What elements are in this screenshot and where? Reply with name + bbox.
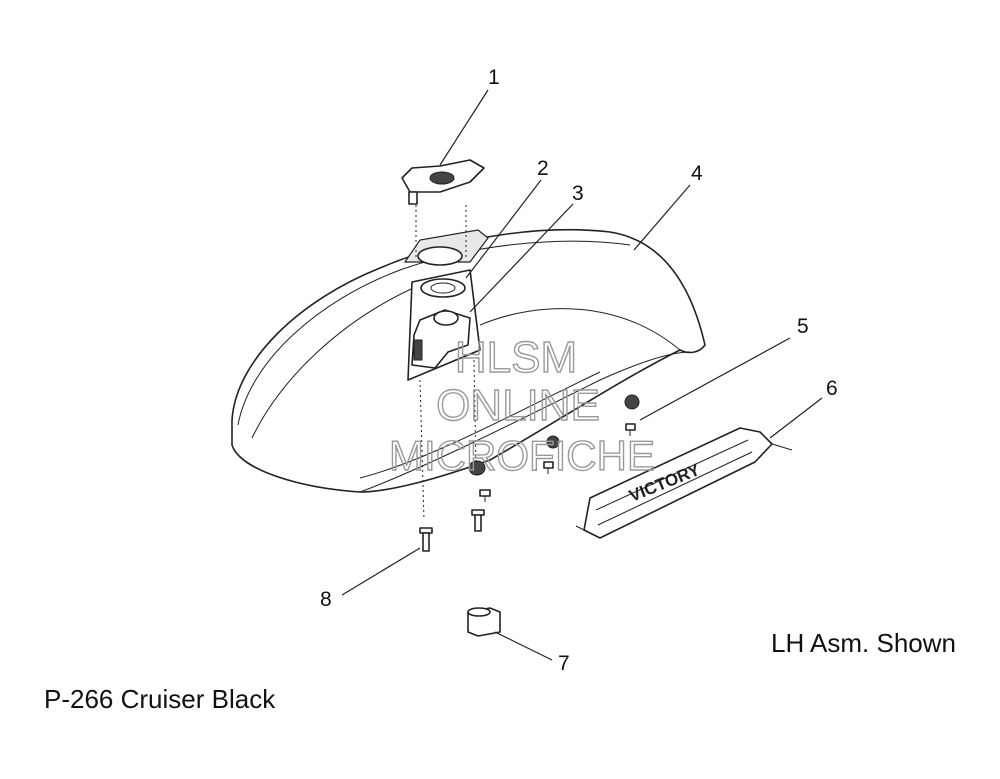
spacer-7: [467, 607, 501, 637]
callout-4: 4: [691, 162, 703, 185]
callout-2: 2: [537, 157, 549, 180]
callout-3: 3: [572, 182, 584, 205]
leader-lines: [341, 89, 823, 661]
screws-lower: [479, 461, 554, 502]
gasket-bracket-panel: [407, 269, 481, 381]
watermark: HLSM ONLINE MICROFICHE: [388, 332, 655, 479]
grommets: [468, 394, 640, 476]
filler-opening: [403, 229, 489, 266]
page-caption: P-266 Cruiser Black: [44, 684, 276, 714]
callout-6: 6: [826, 377, 838, 400]
victory-badge: VICTORY: [575, 427, 793, 539]
callout-8: 8: [320, 588, 332, 611]
watermark-line2: ONLINE: [436, 381, 600, 430]
assembly-lines: [415, 205, 477, 521]
tank-cover: [231, 228, 706, 493]
assembly-note: LH Asm. Shown: [771, 628, 956, 658]
callout-5: 5: [797, 315, 809, 338]
screw-5: [625, 423, 636, 436]
gas-cap: [401, 159, 485, 205]
callout-7: 7: [558, 652, 570, 675]
watermark-line1: HLSM: [455, 333, 577, 382]
callout-1: 1: [488, 66, 500, 89]
watermark-line3: MICROFICHE: [389, 432, 655, 479]
bolts-8: [419, 509, 485, 552]
callouts: 1 2 3 4 5 6 7 8: [320, 66, 838, 675]
